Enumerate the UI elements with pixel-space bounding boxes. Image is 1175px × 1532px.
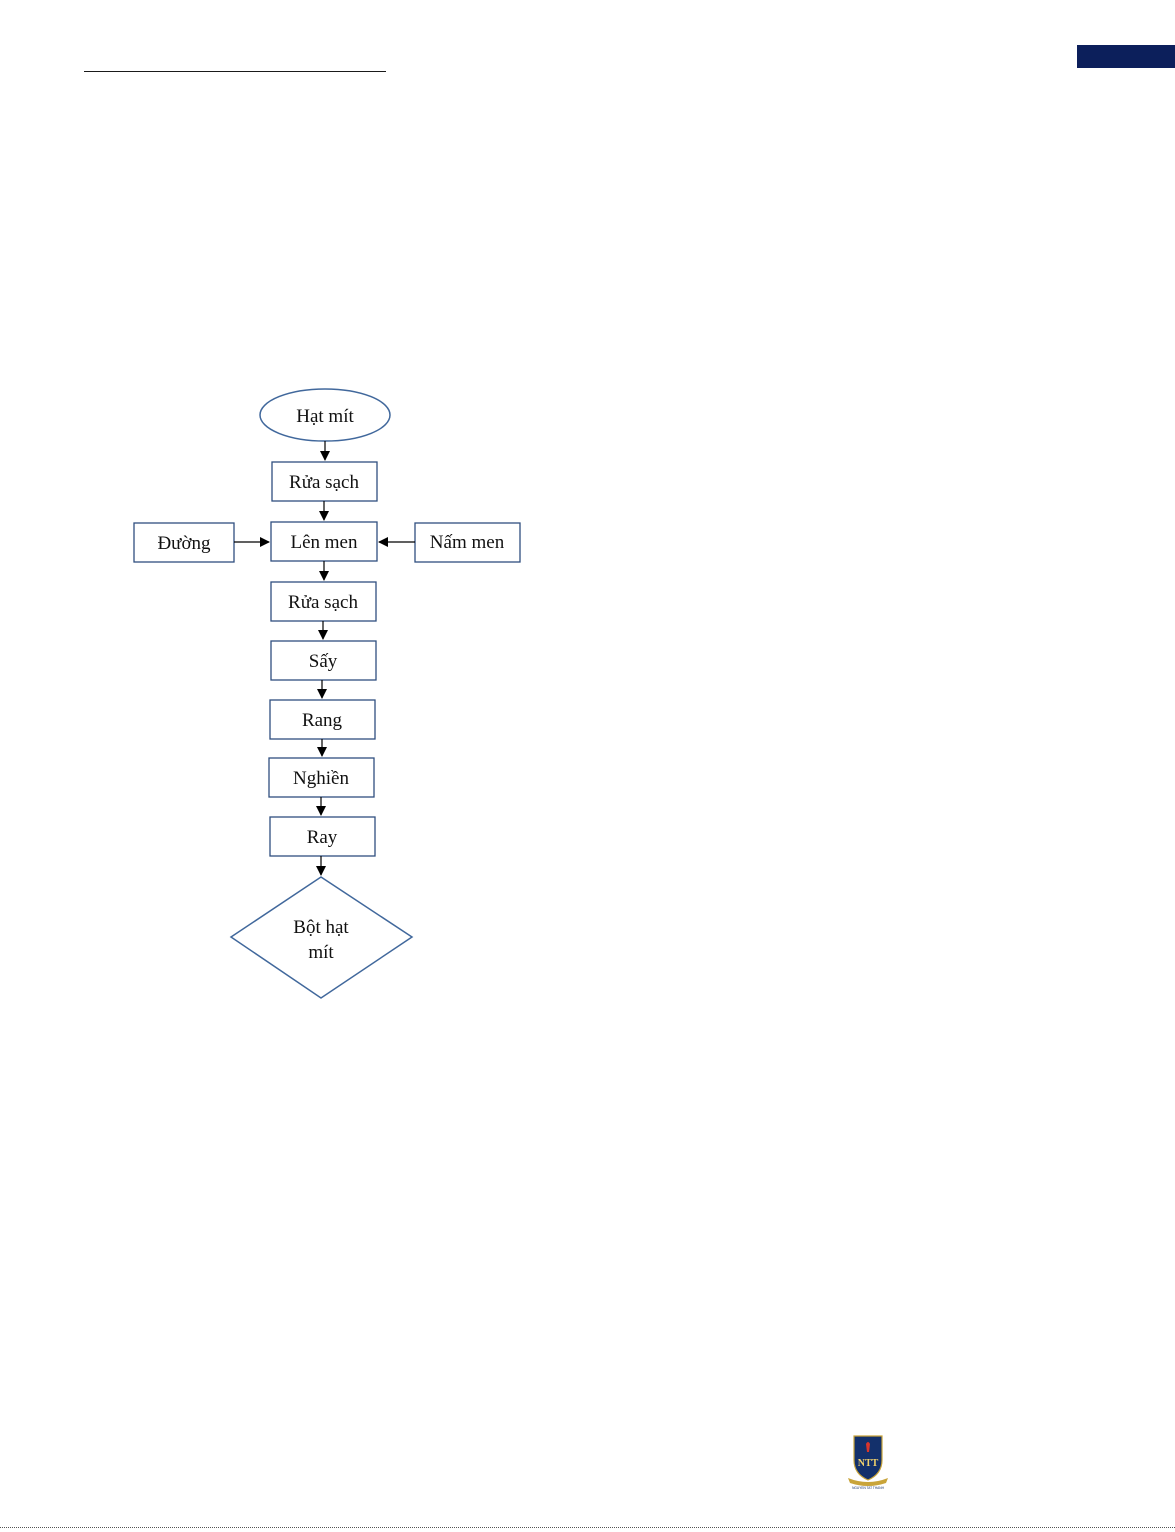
step-wash-1-label: Rửa sạch <box>289 472 359 493</box>
logo-caption: NGUYEN TAT THANH <box>852 1486 884 1490</box>
step-ferment-label: Lên men <box>290 532 358 553</box>
step-grind: Nghiền <box>269 758 374 797</box>
step-dry-label: Sấy <box>309 651 338 672</box>
step-dry: Sấy <box>271 641 376 680</box>
step-wash-2: Rửa sạch <box>271 582 376 621</box>
input-yeast-label: Nấm men <box>430 532 505 553</box>
input-sugar: Đường <box>134 523 234 562</box>
input-sugar-label: Đường <box>157 533 211 554</box>
step-ferment: Lên men <box>271 522 377 561</box>
shield-crest-icon: NTT NGUYEN TAT THANH <box>844 1434 892 1490</box>
step-roast: Rang <box>270 700 375 739</box>
start-label: Hạt mít <box>296 406 354 427</box>
logo-monogram: NTT <box>858 1458 879 1469</box>
end-label-line1: Bột hạt <box>293 917 349 938</box>
step-sieve: Ray <box>270 817 375 856</box>
start-node: Hạt mít <box>260 389 390 441</box>
step-wash-2-label: Rửa sạch <box>288 592 358 613</box>
input-yeast: Nấm men <box>415 523 520 562</box>
end-label-line2: mít <box>308 942 334 963</box>
footer-rule <box>0 1527 1175 1528</box>
end-node: Bột hạt mít <box>231 877 412 998</box>
step-grind-label: Nghiền <box>293 768 349 789</box>
step-wash-1: Rửa sạch <box>272 462 377 501</box>
step-roast-label: Rang <box>302 710 343 731</box>
process-flowchart: Hạt mít Rửa sạch Lên men Đường Nấm men R… <box>0 0 1175 1100</box>
step-sieve-label: Ray <box>307 827 338 848</box>
